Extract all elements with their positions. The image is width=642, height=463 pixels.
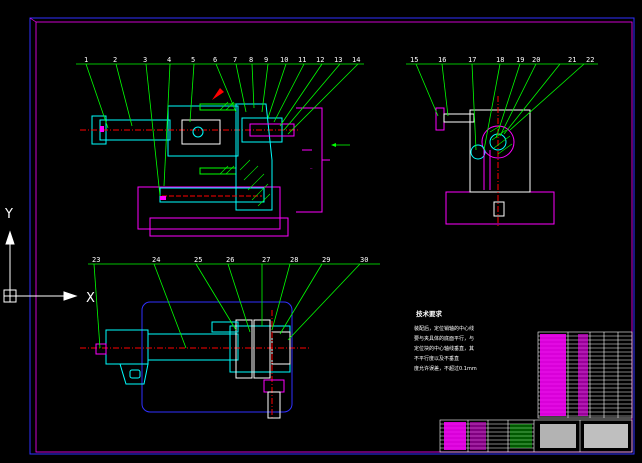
notes-line-4: 不平行度以及不垂直 [414,355,459,362]
callout-14: 14 [352,56,360,64]
ucs-x-label: X [86,291,95,306]
callout-27: 27 [262,256,270,264]
side-view [435,96,555,226]
callout-1: 1 [84,56,88,64]
callout-5: 5 [191,56,195,64]
callout-29: 29 [322,256,330,264]
callout-4: 4 [167,56,171,64]
callout-numbers-top-left: 1 2 3 4 5 6 7 8 9 10 11 12 13 14 [84,56,360,64]
notes-line-1: 装配后，定位销轴的中心线 [414,325,474,332]
callout-30: 30 [360,256,368,264]
svg-text:—: — [310,166,313,171]
notes-title: 技术要求 [416,309,443,318]
callout-8: 8 [249,56,253,64]
notes-line-5: 度允许误差，不超过0.1mm [414,365,477,372]
callout-26: 26 [226,256,234,264]
callout-9: 9 [264,56,268,64]
technical-notes: 技术要求 装配后，定位销轴的中心线 要与夹具体的底面平行，与 定位块的中心轴线垂… [414,309,477,372]
front-view: — [80,88,350,237]
drawing-frame [29,17,635,455]
title-block [439,419,633,453]
callout-24: 24 [152,256,160,264]
callout-16: 16 [438,56,446,64]
callout-3: 3 [143,56,147,64]
callout-22: 22 [586,56,594,64]
leader-lines-top-left [76,63,364,197]
callout-7: 7 [233,56,237,64]
ucs-y-label: Y [4,207,13,222]
notes-line-2: 要与夹具体的底面平行，与 [414,335,474,342]
callout-28: 28 [290,256,298,264]
callout-18: 18 [496,56,504,64]
callout-12: 12 [316,56,324,64]
callout-25: 25 [194,256,202,264]
callout-15: 15 [410,56,418,64]
callout-20: 20 [532,56,540,64]
callout-10: 10 [280,56,288,64]
leader-lines-top-right [406,63,598,151]
ucs-icon [3,230,78,303]
top-view [80,301,310,420]
notes-line-3: 定位块的中心轴线垂直，其 [414,345,474,352]
leader-lines-bottom [88,263,380,349]
callout-21: 21 [568,56,576,64]
callout-23: 23 [92,256,100,264]
parts-list-table [537,331,633,419]
callout-numbers-bottom: 23 24 25 26 27 28 29 30 [92,256,368,264]
callout-6: 6 [213,56,217,64]
callout-19: 19 [516,56,524,64]
callout-17: 17 [468,56,476,64]
callout-13: 13 [334,56,342,64]
callout-2: 2 [113,56,117,64]
callout-numbers-top-right: 15 16 17 18 19 20 21 22 [410,56,594,64]
callout-11: 11 [298,56,306,64]
